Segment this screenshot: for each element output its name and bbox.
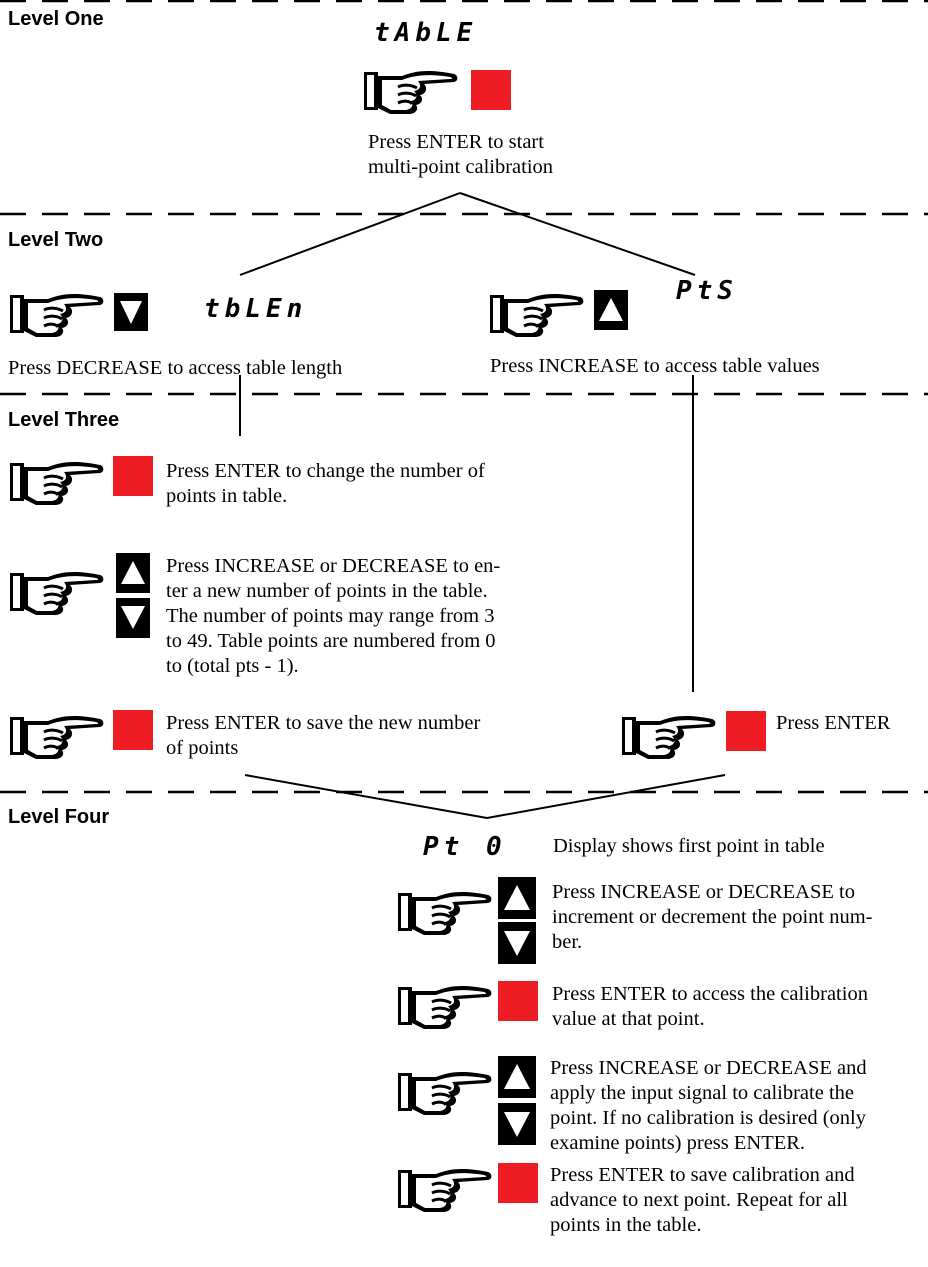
l4-incdec-line2: increment or decrement the point num- (552, 906, 873, 928)
l3-incdec-line2: ter a new number of points in the table. (166, 580, 488, 602)
l4-save-line3: points in the table. (550, 1214, 702, 1236)
pointing-hand-icon (8, 460, 105, 507)
l4-calibrate-line4: examine points) press ENTER. (550, 1132, 806, 1154)
pointing-hand-icon (396, 1070, 493, 1117)
connector-save-to-pt0 (244, 774, 488, 819)
enter-key-icon[interactable] (498, 1163, 538, 1203)
l3-incdec-line1: Press INCREASE or DECREASE to en- (166, 555, 501, 577)
enter-key-icon[interactable] (113, 710, 153, 750)
l2-decrease-instruction: Press DECREASE to access table length (8, 357, 343, 379)
l3-enter-line1: Press ENTER to change the number of (166, 460, 485, 482)
increase-key-icon[interactable] (498, 877, 536, 919)
level-two-label: Level Two (8, 229, 104, 251)
level-one-label: Level One (8, 8, 104, 30)
enter-key-icon[interactable] (498, 981, 538, 1021)
l4-calibrate-line3: point. If no calibration is desired (onl… (550, 1107, 866, 1129)
pointing-hand-icon (8, 570, 105, 617)
l2-increase-instruction: Press INCREASE to access table values (490, 355, 820, 377)
pointing-hand-icon (8, 292, 105, 339)
increase-key-icon[interactable] (594, 290, 628, 330)
increase-key-icon[interactable] (498, 1056, 536, 1098)
connector-enter-to-pt0 (486, 774, 726, 819)
l3-save-line2: of points (166, 737, 239, 759)
enter-key-icon[interactable] (113, 456, 153, 496)
l1-instruction-line1: Press ENTER to start (368, 131, 544, 153)
pointing-hand-icon (396, 890, 493, 937)
l4-save-line2: advance to next point. Repeat for all (550, 1189, 848, 1211)
l4-enter-access-line1: Press ENTER to access the calibration (552, 983, 868, 1005)
pointing-hand-icon (488, 292, 585, 339)
l3-save-line1: Press ENTER to save the new number (166, 712, 481, 734)
l4-save-line1: Press ENTER to save calibration and (550, 1164, 855, 1186)
l3-enter-line2: points in table. (166, 485, 288, 507)
pointing-hand-icon (396, 1167, 493, 1214)
l3-incdec-line4: to 49. Table points are numbered from 0 (166, 630, 496, 652)
display-pt-number: 0 (486, 832, 507, 862)
l3-incdec-line3: The number of points may range from 3 (166, 605, 495, 627)
level-four-label: Level Four (8, 806, 110, 828)
pointing-hand-icon (362, 69, 459, 116)
level-three-label: Level Three (8, 409, 120, 431)
display-tblen: tbLEn (204, 294, 308, 324)
pointing-hand-icon (8, 714, 105, 761)
increase-key-icon[interactable] (116, 553, 150, 593)
l3-incdec-line5: to (total pts - 1). (166, 655, 299, 677)
display-pts: PtS (676, 276, 738, 306)
l4-incdec-line3: ber. (552, 931, 583, 953)
l4-calibrate-line2: apply the input signal to calibrate the (550, 1082, 854, 1104)
connector-table-to-pts (459, 192, 696, 276)
connector-table-to-tblen (239, 192, 461, 276)
l1-instruction-line2: multi-point calibration (368, 156, 554, 178)
decrease-key-icon[interactable] (116, 598, 150, 638)
decrease-key-icon[interactable] (498, 922, 536, 964)
decrease-key-icon[interactable] (114, 293, 148, 331)
l4-display-caption: Display shows first point in table (553, 835, 825, 857)
enter-key-icon[interactable] (726, 711, 766, 751)
l4-enter-access-line2: value at that point. (552, 1008, 705, 1030)
l4-calibrate-line1: Press INCREASE or DECREASE and (550, 1057, 867, 1079)
pointing-hand-icon (620, 714, 717, 761)
enter-key-icon[interactable] (471, 70, 511, 110)
display-table: tAbLE (374, 18, 478, 48)
pointing-hand-icon (396, 984, 493, 1031)
l3-right-enter: Press ENTER (776, 712, 891, 734)
l4-incdec-line1: Press INCREASE or DECREASE to (552, 881, 855, 903)
display-pt: Pt (423, 832, 465, 862)
decrease-key-icon[interactable] (498, 1103, 536, 1145)
